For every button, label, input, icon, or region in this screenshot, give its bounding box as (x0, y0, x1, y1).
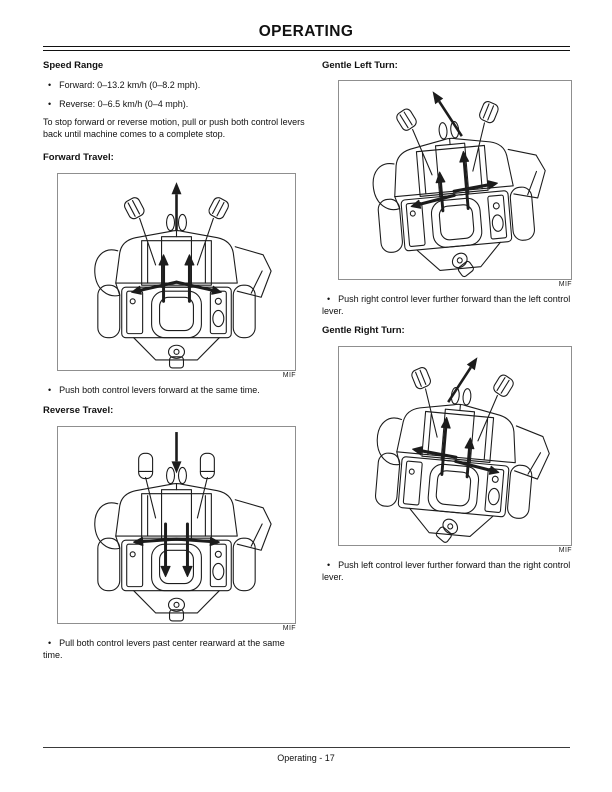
heading-gentle-right-turn: Gentle Right Turn: (322, 325, 405, 337)
heading-reverse-travel: Reverse Travel: (43, 404, 114, 416)
mower-top-view-illustration (94, 431, 272, 622)
heading-gentle-left-turn: Gentle Left Turn: (322, 60, 398, 71)
bullet-text: Push right control lever further forward… (322, 294, 571, 316)
bullet-text: Reverse: 0–6.5 km/h (0–4 mph). (59, 98, 189, 109)
figure-forward-travel (57, 173, 296, 372)
right-column: Gentle Left Turn: MIF •Push right contro… (322, 58, 584, 591)
bullet-marker: • (48, 385, 52, 396)
left-column: Speed Range • Forward: 0–13.2 km/h (0–8.2… (43, 58, 305, 668)
bullet-gentle-right-turn: •Push left control lever further forward… (322, 560, 584, 583)
bullet-marker: • (48, 80, 52, 90)
bullet-marker: • (48, 637, 52, 648)
figure-gentle-right-turn (338, 346, 572, 547)
forward-travel-figure-block: MIF (57, 173, 296, 379)
bullet-gentle-left-turn: •Push right control lever further forwar… (322, 294, 584, 317)
bullet-forward-travel: • Push both control levers forward at the… (43, 385, 305, 397)
page-title: OPERATING (258, 23, 354, 40)
bullet-text: Push both control levers forward at the … (59, 385, 260, 396)
figure-gentle-left-turn (338, 80, 572, 280)
bullet-marker: • (327, 560, 331, 571)
gentle-left-turn-figure-block: MIF (338, 80, 572, 288)
figure-credit-label: MIF (282, 624, 296, 632)
header-rule (43, 46, 570, 51)
heading-speed-range: Speed Range (43, 60, 104, 71)
bullet-reverse-speed: • Reverse: 0–6.5 km/h (0–4 mph). (43, 99, 305, 111)
figure-reverse-travel (57, 425, 296, 624)
stop-instruction-paragraph: To stop forward or reverse motion, pull … (43, 117, 305, 140)
gentle-right-turn-figure-block: MIF (338, 346, 572, 554)
figure-credit-label: MIF (558, 281, 572, 288)
reverse-travel-figure-block: MIF (57, 425, 296, 632)
mower-top-view-illustration (372, 91, 546, 278)
figure-credit-label: MIF (558, 547, 572, 555)
mower-top-view-illustration (94, 182, 272, 369)
bullet-forward-speed: • Forward: 0–13.2 km/h (0–8.2 mph). (43, 80, 305, 92)
bullet-text: Pull both control levers past center rea… (43, 637, 285, 660)
bullet-reverse-travel: •Pull both control levers past center re… (43, 638, 305, 661)
footer-rule (43, 747, 570, 748)
bullet-marker: • (48, 98, 52, 109)
heading-forward-travel: Forward Travel: (43, 152, 114, 164)
mower-top-view-illustration (374, 357, 550, 544)
footer-page-label: Operating - 17 (277, 753, 335, 763)
bullet-text: Forward: 0–13.2 km/h (0–8.2 mph). (59, 80, 201, 90)
bullet-text: Push left control lever further forward … (322, 560, 571, 583)
figure-credit-label: MIF (282, 372, 296, 380)
bullet-marker: • (327, 294, 331, 304)
